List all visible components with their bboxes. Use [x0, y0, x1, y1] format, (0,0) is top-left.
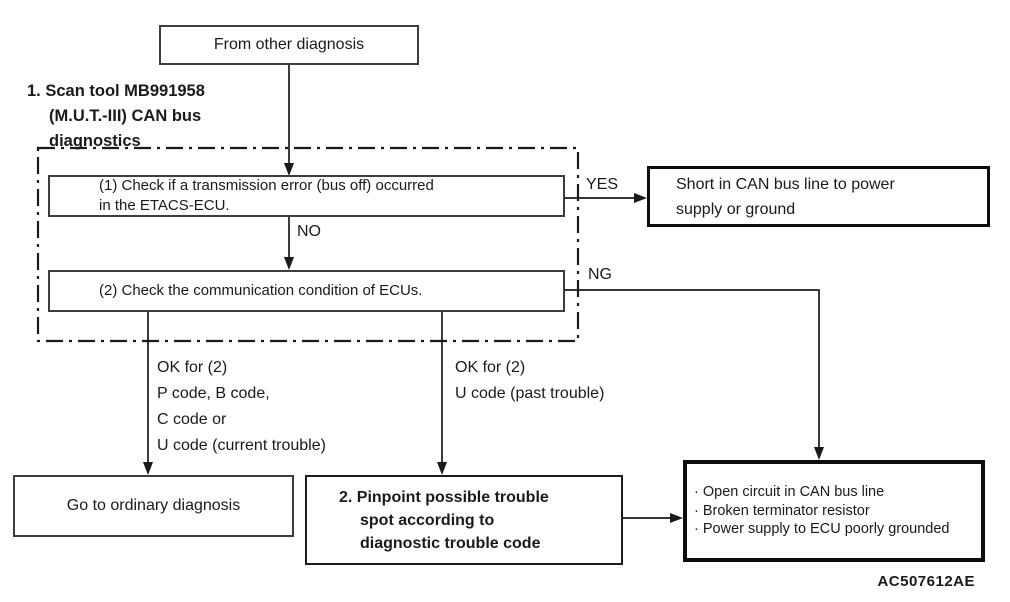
- scan-tool-section-label: 1. Scan tool MB991958 (M.U.T.-III) CAN b…: [27, 79, 205, 154]
- start-node-label: From other diagnosis: [213, 36, 365, 53]
- scan-tool-group-dashed-border: [36, 146, 580, 343]
- ok-current-line4: U code (current trouble): [157, 437, 326, 454]
- ok-current-trouble-edge-label: OK for (2) P code, B code, C code or U c…: [157, 355, 326, 459]
- possible-cause-item3: · Power supply to ECU poorly grounded: [694, 521, 950, 538]
- arrowhead-into-causes-left: [670, 513, 683, 523]
- possible-causes-node: · Open circuit in CAN bus line · Broken …: [683, 460, 985, 562]
- edge-check2-to-causes: [563, 289, 820, 448]
- arrowhead-into-check2: [284, 257, 294, 270]
- ordinary-diagnosis-label: Go to ordinary diagnosis: [66, 497, 241, 514]
- short-circuit-result-line1: Short in CAN bus line to power: [676, 175, 895, 193]
- possible-cause-item2: · Broken terminator resistor: [694, 502, 870, 519]
- start-node: From other diagnosis: [159, 25, 419, 65]
- yes-edge-label: YES: [586, 176, 619, 193]
- pinpoint-trouble-line1: 2. Pinpoint possible trouble: [339, 488, 549, 506]
- ok-past-trouble-edge-label: OK for (2) U code (past trouble): [455, 355, 604, 407]
- arrowhead-into-ordinary: [143, 462, 153, 475]
- ng-edge-label: NG: [588, 266, 612, 283]
- short-circuit-result-line2: supply or ground: [676, 200, 796, 218]
- check-transmission-error-line2: in the ETACS-ECU.: [99, 197, 230, 214]
- check-communication-node: (2) Check the communication condition of…: [48, 270, 565, 312]
- pinpoint-trouble-node: 2. Pinpoint possible trouble spot accord…: [305, 475, 623, 565]
- pinpoint-trouble-line3: diagnostic trouble code: [360, 534, 541, 552]
- ok-current-line3: C code or: [157, 411, 227, 428]
- possible-cause-item1: · Open circuit in CAN bus line: [694, 484, 885, 501]
- scan-tool-section-label-line2: (M.U.T.-III) CAN bus: [49, 107, 202, 125]
- ordinary-diagnosis-node: Go to ordinary diagnosis: [13, 475, 294, 537]
- ok-current-line1: OK for (2): [157, 359, 228, 376]
- check-transmission-error-node: (1) Check if a transmission error (bus o…: [48, 175, 565, 217]
- check-communication-label: (2) Check the communication condition of…: [99, 282, 423, 299]
- scan-tool-section-label-line1: 1. Scan tool MB991958: [27, 82, 205, 100]
- scan-tool-section-label-line3: diagnostics: [49, 132, 141, 150]
- ok-current-line2: P code, B code,: [157, 385, 270, 402]
- no-edge-label: NO: [297, 223, 321, 240]
- arrowhead-into-short: [634, 193, 647, 203]
- figure-code-watermark: AC507612AE: [877, 573, 975, 590]
- short-circuit-result-node: Short in CAN bus line to power supply or…: [647, 166, 990, 227]
- ok-past-line1: OK for (2): [455, 359, 526, 376]
- arrowhead-into-causes-top: [814, 447, 824, 460]
- arrowhead-into-pinpoint: [437, 462, 447, 475]
- arrowhead-into-check1: [284, 163, 294, 176]
- check-transmission-error-line1: (1) Check if a transmission error (bus o…: [99, 177, 434, 194]
- ok-past-line2: U code (past trouble): [455, 385, 605, 402]
- pinpoint-trouble-line2: spot according to: [360, 511, 495, 529]
